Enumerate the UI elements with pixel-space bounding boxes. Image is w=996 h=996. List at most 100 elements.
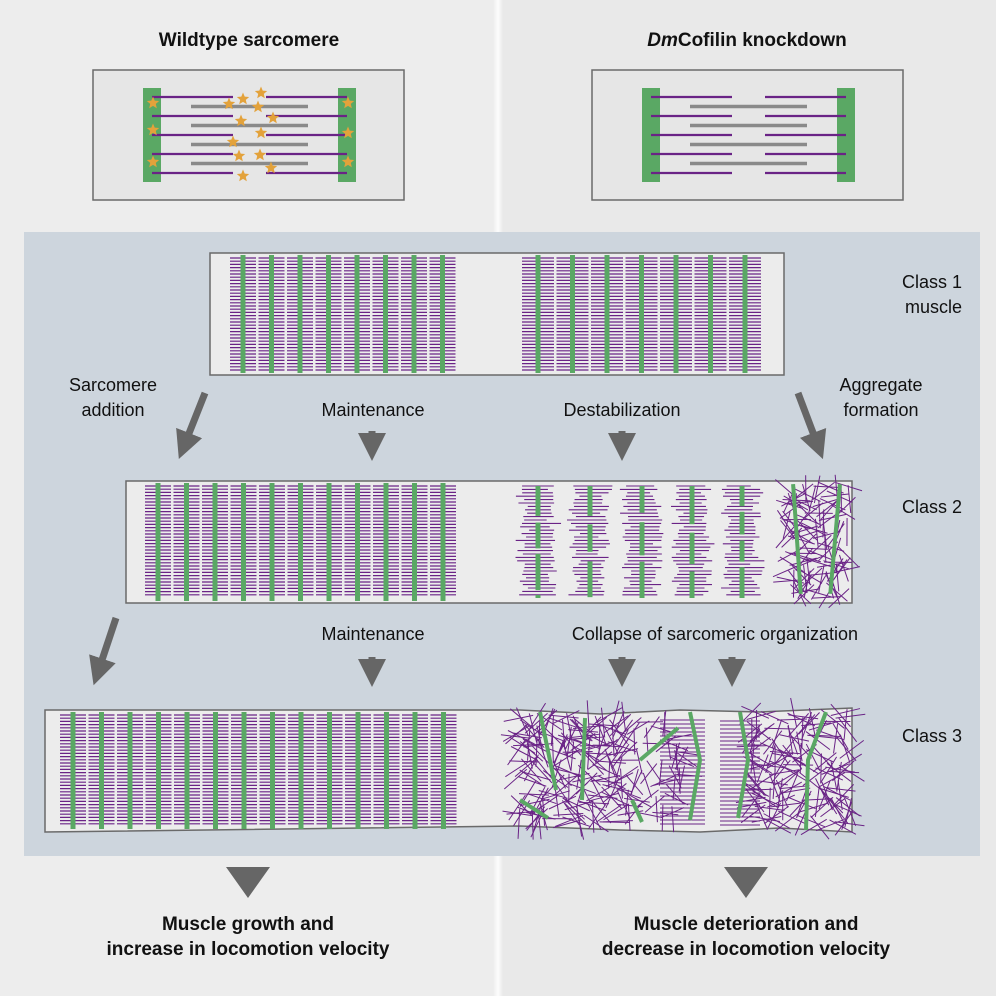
z-disc-fragment [828, 484, 842, 594]
aggregated-filament [611, 726, 615, 757]
aggregated-filament [624, 803, 642, 825]
aggregated-filament [582, 752, 605, 775]
aggregated-filament [830, 504, 856, 520]
aggregated-filament [771, 719, 783, 749]
z-disc [412, 712, 418, 829]
aggregated-filament [818, 513, 847, 521]
z-disc [70, 712, 76, 829]
aggregated-filament [796, 520, 818, 541]
aggregated-filament [609, 713, 632, 737]
aggregated-filament [810, 534, 832, 555]
z-disc-fragment [638, 726, 680, 762]
z-disc [99, 712, 104, 829]
aggregated-filament [779, 501, 803, 519]
aggregated-filament [583, 814, 609, 833]
aggregated-filament [528, 713, 538, 743]
aggregated-filament [669, 756, 695, 768]
knockdown-title: DmCofilin knockdown [597, 30, 897, 52]
aggregated-filament [527, 730, 531, 761]
z-disc-fragment [580, 717, 587, 801]
aggregated-filament [779, 785, 810, 790]
z-disc [212, 483, 218, 601]
aggregated-filament [777, 778, 783, 809]
knockdown-title-gene: Cofilin knockdown [677, 30, 847, 51]
z-disc-fragment [739, 486, 745, 507]
aggregated-filament [764, 727, 795, 730]
aggregated-filament [816, 499, 839, 518]
aggregated-filament [668, 765, 682, 789]
aggregated-filament [625, 774, 644, 796]
aggregated-filament [507, 730, 535, 745]
aggregated-filament [779, 734, 810, 742]
z-disc [441, 712, 446, 829]
aggregated-filament [614, 729, 629, 757]
label-aggregate-formation-line1: Aggregate [839, 375, 923, 395]
aggregated-filament [829, 819, 857, 835]
aggregated-filament [633, 728, 636, 755]
aggregated-filament [833, 723, 839, 754]
aggregated-filament [835, 713, 866, 719]
aggregated-filament [588, 804, 607, 830]
aggregated-filament [834, 821, 865, 827]
z-disc-fragment [689, 571, 695, 598]
arrow-sarcomere-addition-1 [176, 391, 209, 460]
aggregated-filament [815, 767, 844, 781]
aggregated-filament [621, 717, 642, 735]
z-disc-fragment [587, 561, 593, 598]
aggregated-filament [801, 567, 823, 588]
aggregated-filament [775, 779, 789, 808]
aggregated-filament [562, 797, 591, 812]
aggregated-filament [775, 739, 795, 764]
aggregated-filament [532, 804, 542, 834]
z-disc [184, 483, 189, 601]
aggregated-filament [594, 738, 618, 760]
z-disc-fragment [639, 486, 645, 513]
aggregated-filament [577, 800, 607, 812]
label-class3: Class 3 [901, 726, 962, 746]
aggregated-filament [664, 792, 689, 806]
aggregated-filament [572, 774, 602, 783]
aggregated-filament [547, 747, 576, 760]
aggregated-filament [592, 763, 621, 778]
aggregated-filament [838, 717, 858, 743]
z-disc [412, 483, 417, 601]
aggregated-filament [630, 770, 643, 794]
aggregated-filament [588, 723, 619, 727]
aggregated-filament [814, 518, 819, 547]
aggregated-filament [828, 588, 850, 609]
aggregated-filament [774, 749, 791, 776]
label-class1-line1: Class 1 [901, 272, 962, 292]
aggregated-filament [741, 705, 770, 719]
z-disc [639, 255, 644, 373]
z-disc-fragment [804, 711, 828, 831]
aggregated-filament [745, 771, 765, 796]
aggregated-filament [553, 775, 577, 797]
aggregated-filament [620, 768, 623, 799]
z-disc-fragment [688, 711, 703, 821]
z-disc [213, 712, 218, 829]
aggregated-filament [767, 794, 796, 808]
label-maintenance-1: Maintenance [321, 400, 425, 420]
aggregated-filament [823, 560, 851, 570]
aggregated-filament [509, 708, 534, 729]
aggregated-filament [825, 787, 856, 792]
z-disc [535, 255, 541, 373]
aggregated-filament [788, 570, 806, 594]
z-disc-fragment [587, 524, 593, 552]
aggregated-filament [801, 722, 832, 727]
aggregated-filament [767, 751, 794, 769]
aggregated-filament [510, 746, 538, 761]
aggregated-filament [793, 584, 815, 605]
aggregated-filament [760, 711, 789, 725]
aggregated-filament [805, 589, 833, 598]
z-disc-fragment [689, 532, 695, 565]
aggregated-filament [817, 542, 845, 552]
z-disc [383, 255, 388, 373]
conclusion-left: Muscle growth and increase in locomotion… [48, 912, 448, 962]
aggregated-filament [595, 707, 623, 724]
cofilin-star [222, 97, 236, 110]
aggregated-filament [825, 766, 855, 773]
aggregated-filament [818, 565, 825, 593]
z-disc [326, 483, 332, 601]
aggregated-filament [781, 765, 808, 782]
